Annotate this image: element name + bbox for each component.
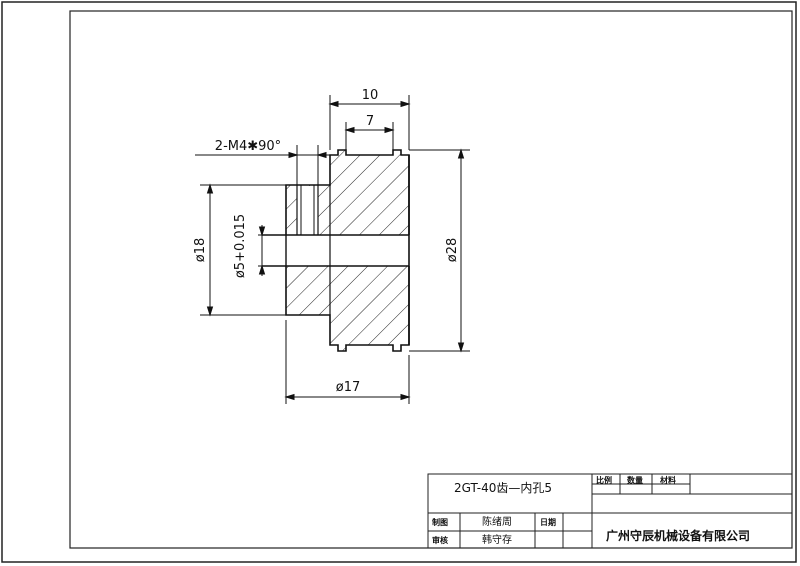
dim-width-7: 7 [366, 114, 374, 129]
drawn-by: 陈绪周 [482, 515, 512, 528]
title-block [427, 473, 793, 549]
dim-dia-17: ø17 [336, 380, 361, 395]
hatch-lower-body [286, 266, 409, 351]
scale-label: 比例 [596, 475, 612, 485]
part-outline-upper [285, 149, 410, 235]
part-section [262, 149, 410, 352]
dim-dia-18: ø18 [193, 238, 208, 263]
dim-dia-28: ø28 [445, 238, 460, 263]
quantity-label: 数量 [627, 475, 643, 485]
dim-thread-note: 2-M4✱90° [215, 139, 281, 154]
review-label: 审核 [432, 535, 448, 545]
part-name: 2GT-40齿—内孔5 [454, 481, 552, 495]
drawn-label: 制图 [432, 517, 448, 527]
set-screw-hole [297, 186, 318, 234]
part-outline-lower [285, 266, 410, 352]
dimensions [195, 95, 470, 404]
date-label: 日期 [540, 517, 556, 527]
inner-border [69, 10, 793, 549]
reviewed-by: 韩守存 [482, 533, 512, 546]
dim-bore: ø5+0.015 [233, 214, 248, 278]
material-label: 材料 [660, 475, 676, 485]
company-name: 广州守辰机械设备有限公司 [606, 528, 750, 543]
dim-width-10: 10 [362, 88, 379, 103]
